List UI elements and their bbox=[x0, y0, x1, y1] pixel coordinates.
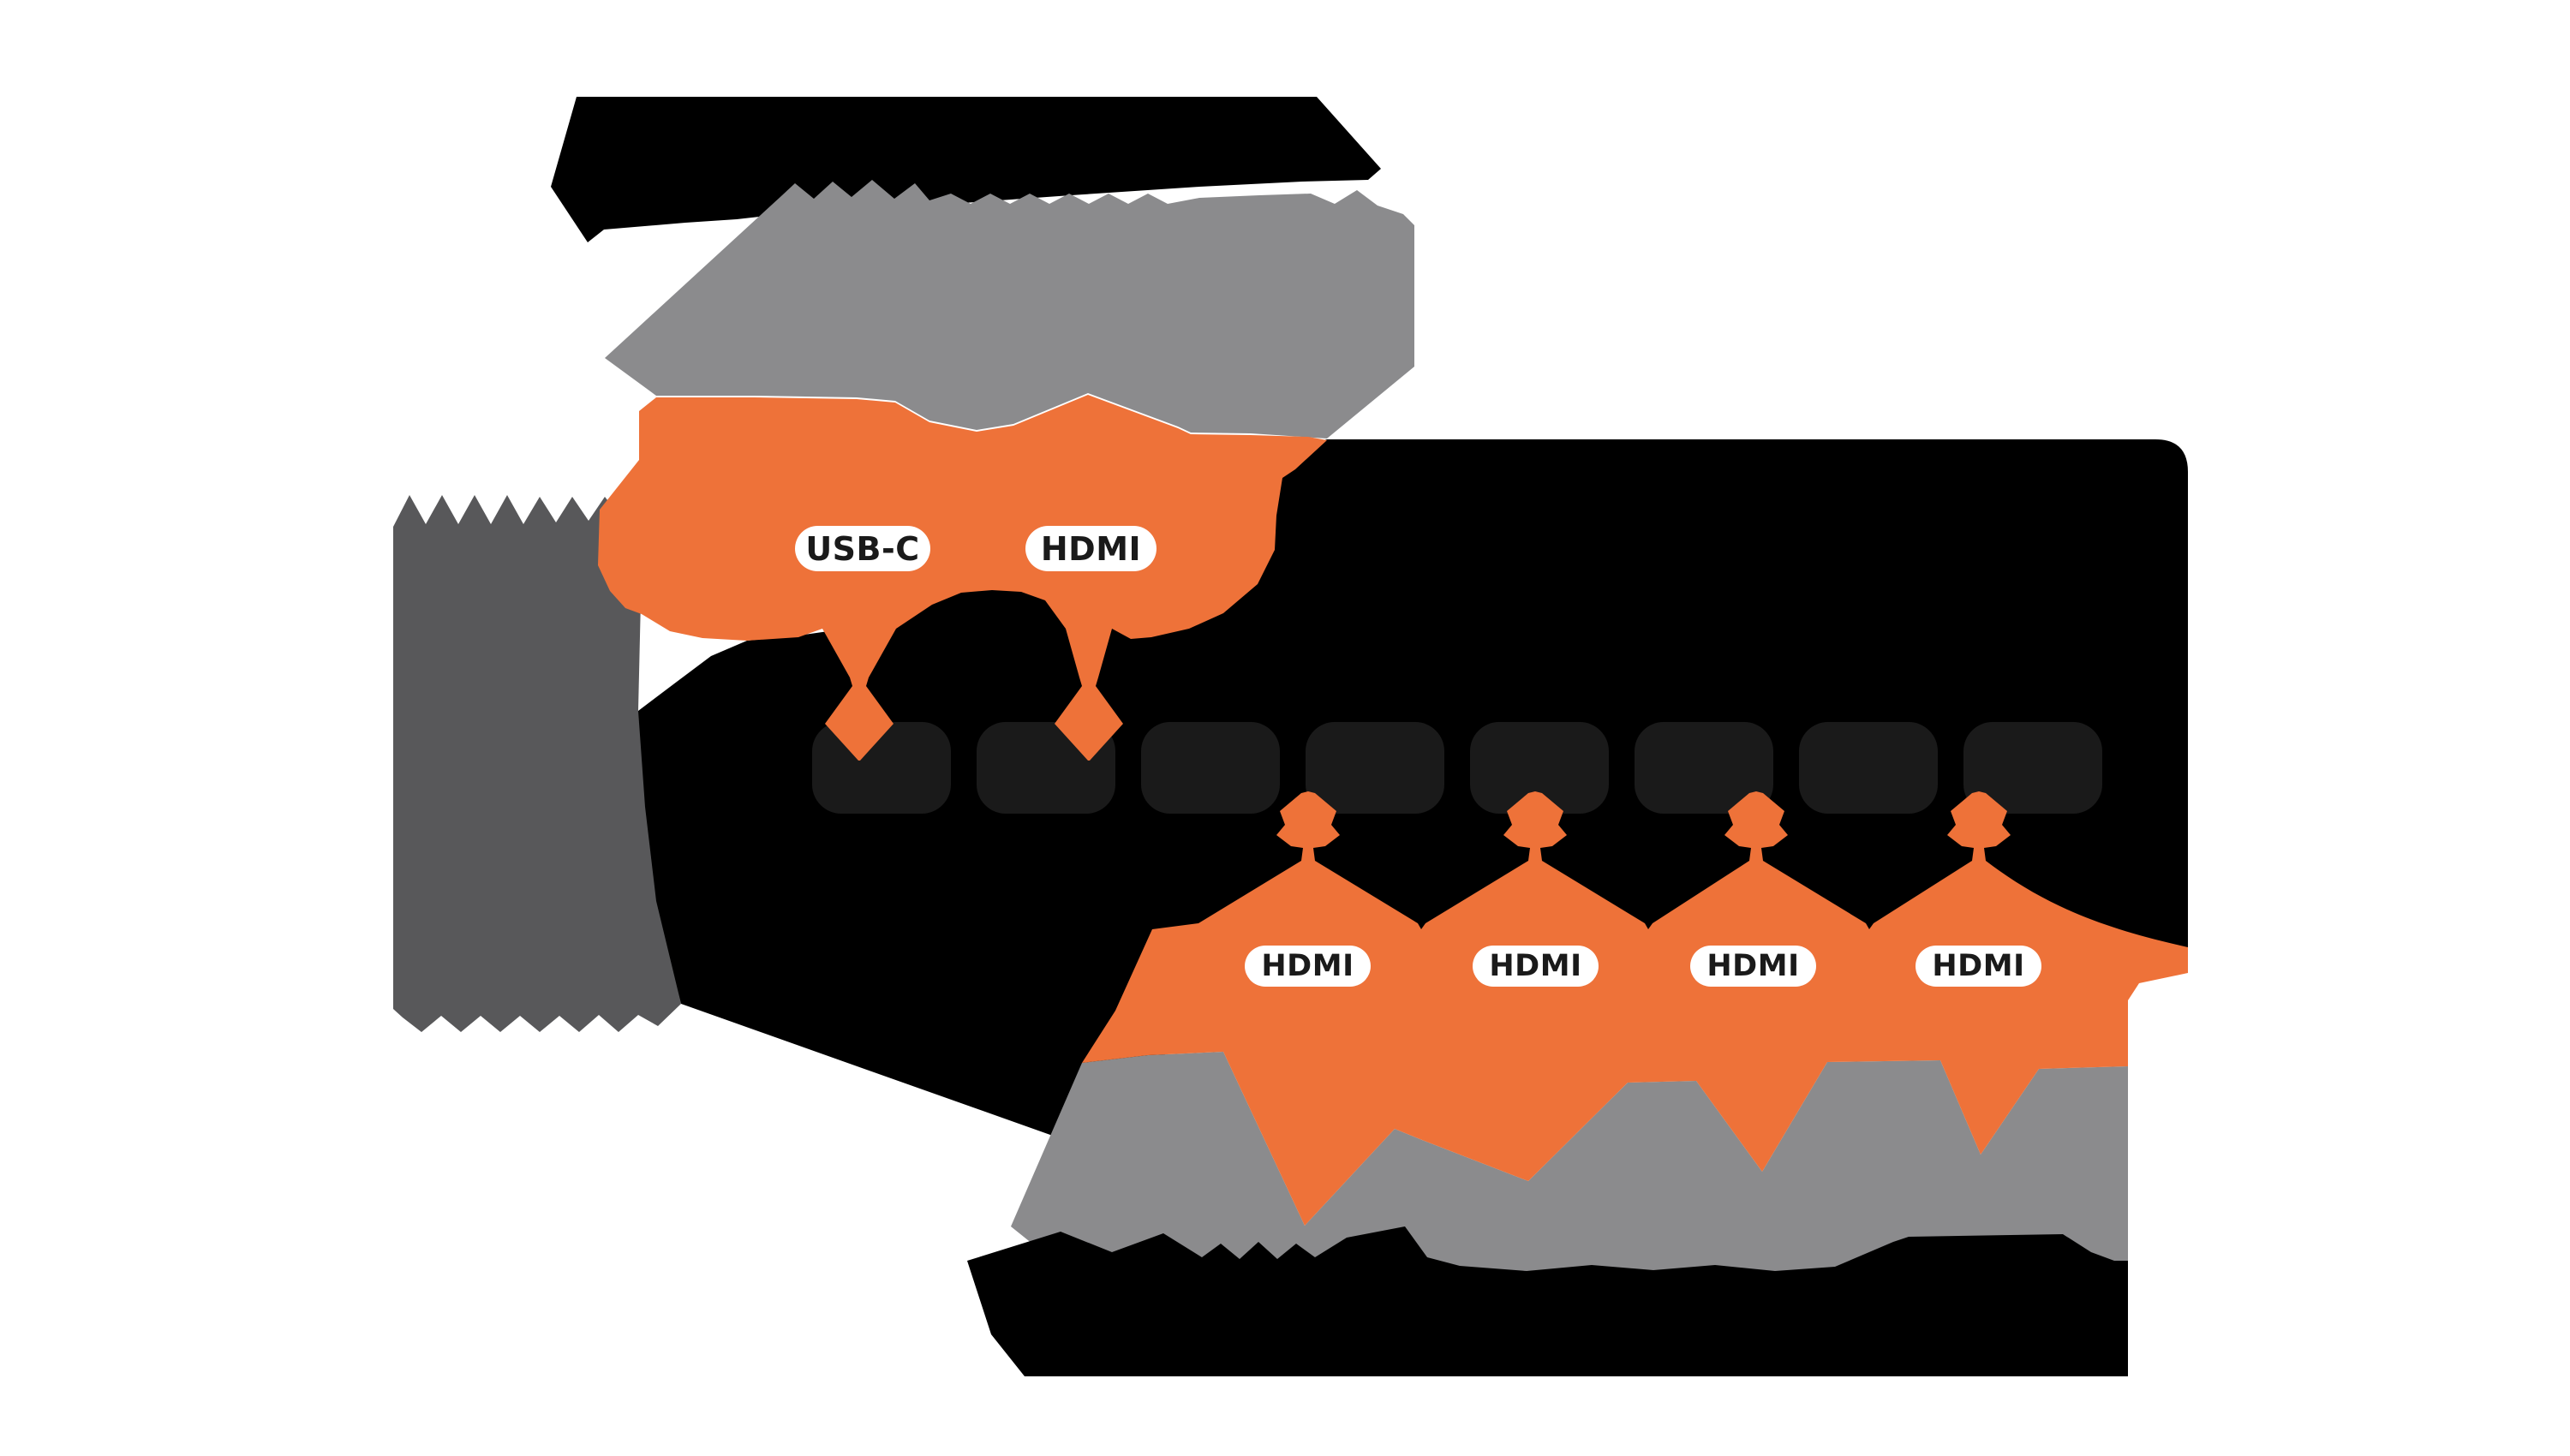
usb-c-input-label-pill: USB-C bbox=[795, 526, 930, 571]
display-row-silhouette bbox=[1011, 1052, 2128, 1310]
credenza-silhouette bbox=[967, 1226, 2128, 1376]
port-slot bbox=[1306, 722, 1444, 814]
hdmi-output-label-pill-2: HDMI bbox=[1473, 946, 1599, 987]
port-slot bbox=[1635, 722, 1773, 814]
port-slot bbox=[1470, 722, 1609, 814]
hdmi-input-label-pill: HDMI bbox=[1025, 526, 1156, 571]
port-slot-row bbox=[812, 722, 2102, 814]
port-slot bbox=[1799, 722, 1938, 814]
laptop-silhouette bbox=[551, 97, 1381, 242]
cable-harness-output bbox=[1082, 791, 2188, 1226]
text-block-placeholder bbox=[393, 495, 681, 1032]
port-slot bbox=[1963, 722, 2102, 814]
hdmi-output-label-pill-1: HDMI bbox=[1245, 946, 1371, 987]
hdmi-output-label-pill-3: HDMI bbox=[1690, 946, 1816, 987]
port-slot bbox=[1141, 722, 1280, 814]
cable-harness-input bbox=[598, 395, 1327, 761]
monitor-silhouette bbox=[605, 180, 1414, 439]
hdmi-output-label-pill-4: HDMI bbox=[1916, 946, 2041, 987]
